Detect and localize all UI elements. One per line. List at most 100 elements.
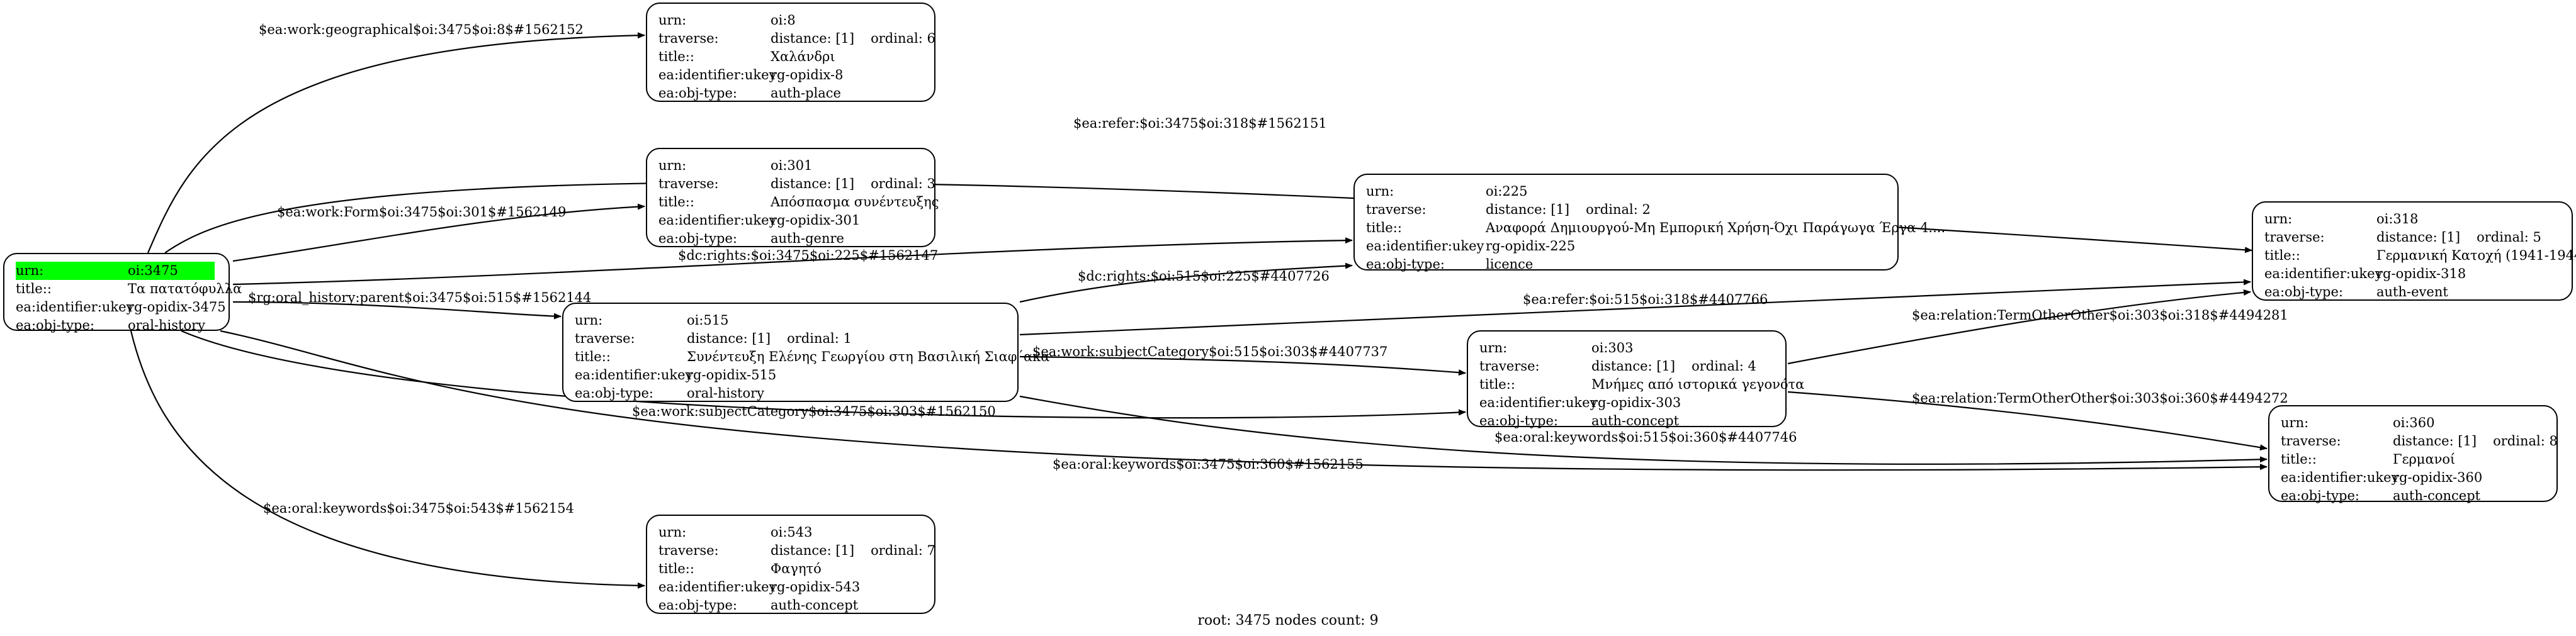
edge-label: $ea:oral:keywords$oi:515$oi:360$#4407746 <box>1494 430 1797 445</box>
node-field-label: title:: <box>1479 377 1515 392</box>
node-field-value: rg-opidix-515 <box>687 367 777 382</box>
node-field-label: ea:identifier:ukey <box>658 67 777 82</box>
node-ordinal: ordinal: 5 <box>2477 230 2541 245</box>
node-field-label: traverse: <box>1366 202 1426 217</box>
node-traverse-row: traverse: distance: [1] ordinal: 5 <box>2264 228 2572 247</box>
node-field-label: title:: <box>2264 248 2300 263</box>
node-field-value: auth-event <box>2376 284 2448 299</box>
node-field-label: ea:obj-type: <box>2264 284 2343 299</box>
edge-label: $ea:refer:$oi:515$oi:318$#4407766 <box>1523 292 1768 307</box>
node-field-value: oi:360 <box>2393 415 2435 430</box>
node-field-value: oi:543 <box>771 525 813 540</box>
graph-edge <box>1019 262 1353 303</box>
node-field-label: urn: <box>658 158 687 173</box>
graph-edge <box>232 203 645 262</box>
graph-edge <box>147 32 645 254</box>
node-traverse-row: traverse:distance: [1]ordinal: 1 <box>575 330 1017 348</box>
node-field-label: urn: <box>658 525 687 540</box>
node-field-label: traverse: <box>2264 230 2325 245</box>
node-field-label: urn: <box>16 263 44 278</box>
node-field-value: auth-place <box>771 86 841 101</box>
node-field-label: title:: <box>658 561 694 576</box>
node-field-value: oi:303 <box>1591 340 1634 355</box>
node-field-value: distance: [1] <box>687 331 771 346</box>
node-field-label: ea:obj-type: <box>1366 257 1445 272</box>
node-field-value: oi:301 <box>771 158 813 173</box>
graph-edge <box>1019 395 2268 466</box>
node-objtype-row: ea:obj-type: auth-event <box>2264 283 2572 301</box>
node-field-value: oi:3475 <box>128 263 178 278</box>
node-field-label: ea:identifier:ukey <box>1366 238 1484 254</box>
node-traverse-row: traverse:distance: [1]ordinal: 6 <box>658 30 935 48</box>
edge-label: $ea:relation:TermOtherOther$oi:303$oi:36… <box>1912 391 2288 406</box>
node-objtype-row: ea:obj-type: oral-history <box>16 316 229 335</box>
node-ordinal: ordinal: 2 <box>1586 202 1651 217</box>
node-field-value: distance: [1] <box>2376 230 2461 245</box>
graph-edge <box>232 301 562 320</box>
node-field-label: title:: <box>16 281 52 296</box>
node-field-label: ea:identifier:ukey <box>658 579 777 594</box>
node-field-value: auth-genre <box>771 231 844 246</box>
edge-label: $ea:work:Form$oi:3475$oi:301$#1562149 <box>277 204 566 220</box>
node-ordinal: ordinal: 6 <box>871 31 935 46</box>
node-field-label: ea:obj-type: <box>575 386 653 401</box>
node-field-value: oral-history <box>128 318 206 333</box>
node-field-value: rg-opidix-303 <box>1591 395 1681 410</box>
edge-label: $dc:rights:$oi:515$oi:225$#4407726 <box>1078 269 1330 284</box>
node-traverse-row: traverse:distance: [1]ordinal: 8 <box>2281 432 2558 450</box>
edge-label: $ea:work:geographical$oi:3475$oi:8$#1562… <box>259 22 584 37</box>
node-field-value: rg-opidix-318 <box>2376 266 2466 281</box>
node-field-label: title:: <box>575 349 611 364</box>
node-field-label: title:: <box>1366 220 1402 235</box>
node-field-value: auth-concept <box>771 598 859 613</box>
node-urn-row: urn:oi:515 <box>575 311 1017 330</box>
node-ordinal: ordinal: 3 <box>871 176 935 191</box>
node-field-value: Χαλάνδρι <box>771 49 835 64</box>
node-title-row: title::Φαγητό <box>658 560 934 578</box>
node-field-value: Τα πατατόφυλλα <box>128 281 242 296</box>
node-field-label: ea:obj-type: <box>16 318 94 333</box>
node-field-value: Αναφορά Δημιουργού-Μη Εμπορική Χρήση-Όχι… <box>1486 220 1946 235</box>
node-field-label: title:: <box>658 49 694 64</box>
node-field-label: urn: <box>2281 415 2309 430</box>
node-title-row: title::Γερμανοί <box>2281 450 2556 469</box>
node-field-label: urn: <box>1479 340 1508 355</box>
node-field-label: traverse: <box>1479 359 1540 374</box>
node-field-value: rg-opidix-225 <box>1486 238 1576 254</box>
node-field-label: urn: <box>658 13 687 28</box>
node-field-label: ea:obj-type: <box>1479 413 1558 428</box>
graph-footer: root: 3475 nodes count: 9 <box>1197 613 1379 628</box>
node-field-label: ea:identifier:ukey <box>2264 266 2383 281</box>
node-field-value: auth-concept <box>1591 413 1680 428</box>
node-title-row: title::Μνήμες από ιστορικά γεγονότα <box>1479 376 1804 394</box>
node-title-row: title::Συνέντευξη Ελένης Γεωργίου στη Βα… <box>575 348 1049 366</box>
node-field-label: title:: <box>658 194 694 209</box>
node-urn-row: urn: oi:543 <box>658 523 934 542</box>
node-ordinal: ordinal: 4 <box>1692 359 1756 374</box>
node-urn-row: urn: oi:3475 <box>16 262 215 280</box>
graph-edge <box>220 330 2268 471</box>
node-urn-row: urn: oi:301 <box>658 157 934 175</box>
node-field-value: auth-concept <box>2393 488 2481 503</box>
node-urn-row: urn:oi:8 <box>658 11 934 30</box>
graph-node[interactable]: urn: oi:360 traverse:distance: [1]ordinal:… <box>2268 405 2558 503</box>
edge-label: $rg:oral_history:parent$oi:3475$oi:515$#… <box>248 290 591 305</box>
node-field-value: Γερμανική Κατοχή (1941-1944) <box>2376 248 2576 263</box>
node-ordinal: ordinal: 8 <box>2493 433 2558 449</box>
node-field-label: traverse: <box>658 176 719 191</box>
node-urn-row: urn: oi:303 <box>1479 339 1785 357</box>
node-traverse-row: traverse:distance: [1]ordinal: 2 <box>1366 201 1897 219</box>
graph-edge <box>1787 391 2268 451</box>
